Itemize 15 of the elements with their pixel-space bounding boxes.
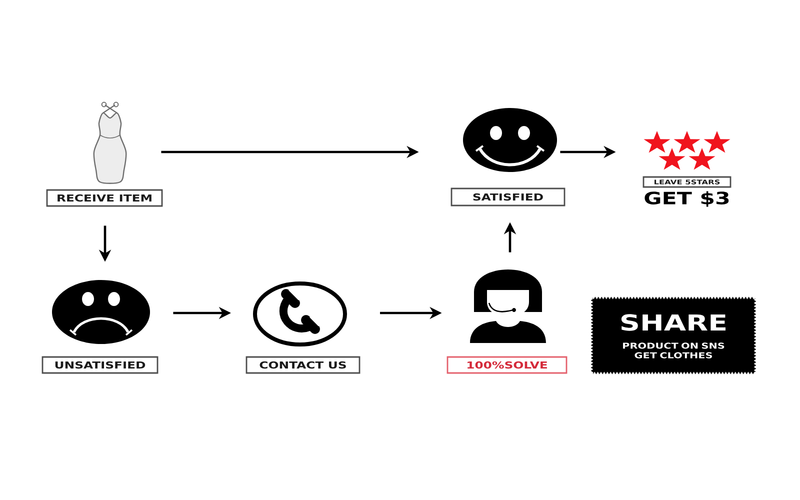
- sad-face: [52, 280, 150, 344]
- label-box: CONTACT US: [246, 356, 360, 374]
- reward-text: GET $3: [644, 191, 729, 207]
- body-text: PRODUCT ON SNS GET CLOTHES: [623, 342, 724, 358]
- stars-drawing: [644, 131, 730, 170]
- headset-person-drawing: [470, 270, 546, 343]
- phone-icon: [253, 282, 347, 346]
- label-box: RECEIVE ITEM: [46, 189, 163, 207]
- label-box: 100%SOLVE: [446, 356, 568, 374]
- stamp-panel: [590, 296, 756, 374]
- heading: SHARE: [621, 314, 726, 331]
- label-box: UNSATISFIED: [42, 356, 158, 374]
- smiley-face: [463, 108, 557, 172]
- dress-drawing: [93, 102, 127, 184]
- label-box: SATISFIED: [450, 188, 566, 206]
